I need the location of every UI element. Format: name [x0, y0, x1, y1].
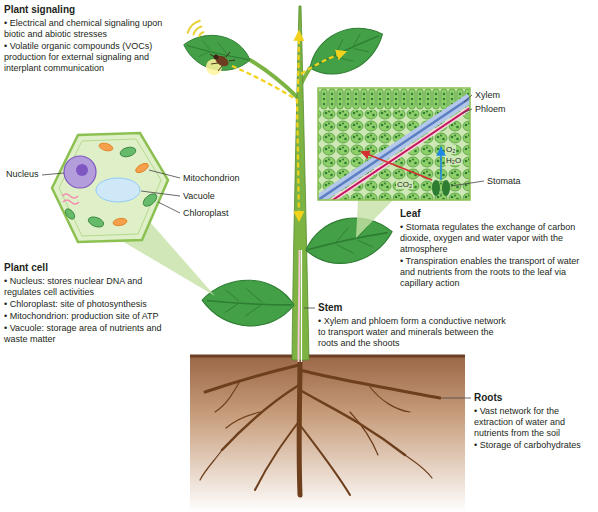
cell-membrane — [59, 139, 161, 236]
phloem-vessel — [318, 108, 470, 200]
section-heading: Plant cell — [4, 262, 164, 274]
mitochondrion — [98, 142, 113, 152]
root — [255, 420, 300, 490]
part-label: Chloroplast — [183, 208, 229, 219]
nucleolus — [76, 164, 88, 176]
branch — [250, 60, 298, 98]
root — [300, 370, 440, 398]
section-heading: Roots — [474, 392, 596, 404]
signal-wave — [194, 27, 202, 35]
root-hair — [350, 412, 378, 455]
leader-line — [463, 109, 472, 113]
bullet-text: • Chloroplast: site of photosynthesis — [4, 299, 164, 310]
bullet-text: • Electrical and chemical signaling upon… — [4, 18, 176, 40]
roots — [200, 358, 440, 495]
leaf — [201, 278, 295, 328]
leader-line — [149, 170, 180, 178]
bullet-text: • Vast network for the extraction of wat… — [474, 406, 596, 439]
insect — [210, 52, 235, 71]
leaf — [301, 210, 396, 271]
root-hair — [405, 455, 432, 478]
gas-label: CO₂ — [396, 180, 413, 189]
stem-vessel — [299, 250, 300, 362]
leaf — [301, 16, 390, 86]
leader-line — [464, 95, 472, 102]
guard-cell — [432, 180, 440, 196]
leader-line — [42, 173, 64, 175]
part-label: Stomata — [487, 176, 521, 187]
leaf-tissue — [318, 88, 470, 200]
signal-arrow — [232, 66, 299, 220]
signal-arrow — [301, 52, 345, 74]
signal-wave — [199, 32, 203, 36]
part-label: Vacuole — [183, 191, 215, 202]
vacuole — [96, 178, 140, 202]
bullet-text: • Nucleus: stores nuclear DNA and regula… — [4, 276, 164, 298]
section-heading: Leaf — [400, 208, 594, 220]
guard-cell — [442, 180, 450, 196]
co2-arrow — [362, 152, 432, 180]
xylem-vessel — [318, 98, 470, 200]
phloem-vessel — [318, 108, 470, 200]
inset-frame — [318, 88, 470, 200]
plant-cell — [52, 133, 168, 242]
part-label: Phloem — [475, 104, 506, 115]
chloroplast — [63, 207, 76, 221]
bullet-text: • Mitochondrion: production site of ATP — [4, 311, 164, 322]
signal-waves — [188, 21, 204, 37]
signal-arrow — [298, 32, 299, 92]
leader-line — [304, 308, 315, 309]
bullet-text: • Volatile organic compounds (VOCs) prod… — [4, 41, 176, 74]
soil — [190, 355, 465, 512]
bullet-text: • Stomata regulates the exchange of carb… — [400, 222, 594, 255]
chloroplast — [119, 146, 137, 159]
insect-body — [214, 54, 231, 69]
insect-legs — [210, 52, 235, 71]
part-label: Xylem — [475, 90, 500, 101]
palisade-cells — [318, 88, 470, 110]
stem — [292, 6, 309, 360]
stem-vessel — [301, 250, 302, 362]
mitochondrion — [112, 217, 127, 226]
bullet-text: • Transpiration enables the transport of… — [400, 256, 594, 289]
soil-surface — [190, 355, 465, 358]
part-label: Nucleus — [6, 169, 39, 180]
root — [300, 425, 350, 495]
section-heading: Stem — [318, 302, 508, 314]
signal-wave — [188, 21, 200, 33]
gas-label: H₂O — [445, 156, 462, 165]
root — [222, 385, 299, 450]
chloroplast — [141, 191, 159, 208]
leader-line — [158, 202, 180, 213]
bullet-text: • Storage of carbohydrates — [474, 440, 596, 451]
root-hair — [370, 387, 410, 412]
mitochondrion — [134, 161, 150, 174]
leader-line — [141, 191, 180, 196]
bullet-text: • Vacuole: storage area of nutrients and… — [4, 323, 164, 345]
inset-pointer — [356, 200, 393, 238]
leader-line — [451, 181, 484, 186]
chloroplast — [87, 215, 105, 229]
bullet-text: • Xylem and phloem form a conductive net… — [318, 316, 508, 349]
endoplasmic-reticulum — [62, 194, 79, 204]
gas-label: O₂ — [445, 145, 456, 154]
root-hair — [215, 381, 240, 412]
root — [205, 365, 299, 392]
gas-arrow — [440, 148, 442, 180]
insect-head — [214, 55, 219, 60]
part-label: Mitochondrion — [183, 173, 240, 184]
leader-line — [442, 398, 471, 399]
root-hair — [226, 412, 260, 428]
section-heading: Plant signaling — [4, 4, 176, 16]
spongy-cells — [318, 88, 470, 200]
root-hair — [200, 450, 222, 480]
nucleus — [64, 156, 96, 188]
xylem-vessel — [318, 98, 470, 200]
